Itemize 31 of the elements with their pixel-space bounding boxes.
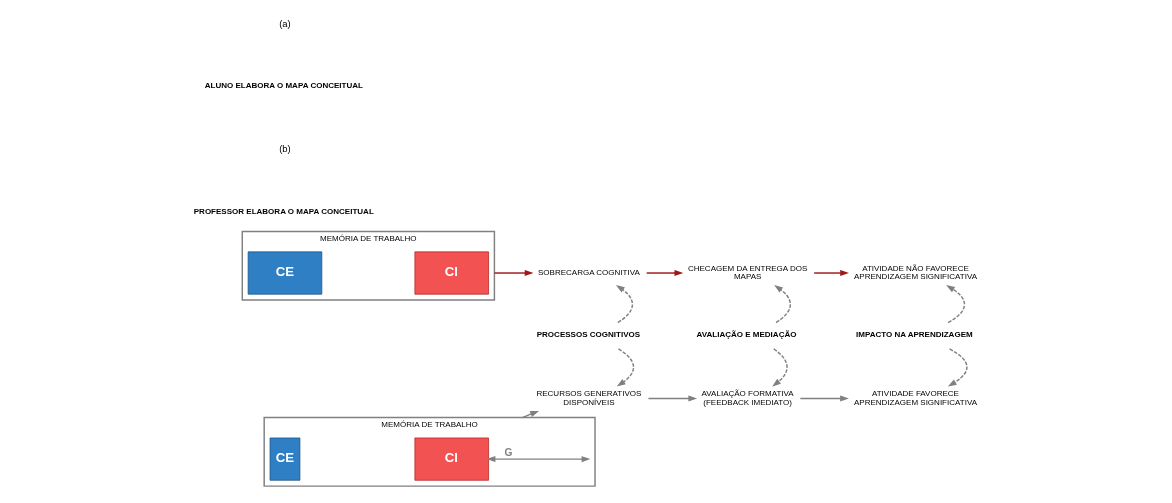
arrow <box>946 285 966 324</box>
node-text: CHECAGEM DA ENTREGA DOS MAPAS <box>687 263 808 282</box>
node-text: IMPACTO NA APRENDIZAGEM <box>856 330 973 340</box>
node-text: SOBRECARGA COGNITIVA <box>537 268 640 278</box>
node-box: CI <box>414 251 489 295</box>
arrow <box>645 269 684 277</box>
arrow <box>493 269 534 277</box>
node-text: AVALIAÇÃO E MEDIAÇÃO <box>696 330 797 340</box>
node-text: PROCESSOS COGNITIVOS <box>536 330 641 340</box>
label: ALUNO ELABORA O MAPA CONCEITUAL <box>204 81 363 91</box>
arrow <box>616 348 635 387</box>
node-text: ATIVIDADE NÃO FAVORECE APRENDIZAGEM SIGNIFICATIVA <box>853 263 978 282</box>
node-box: CE <box>247 251 323 295</box>
node-box: CI <box>414 437 489 481</box>
arrow <box>799 395 849 402</box>
node-box: CE <box>269 437 301 481</box>
label: (a) <box>279 17 291 29</box>
arrow <box>615 284 634 324</box>
arrow <box>772 348 788 387</box>
arrow <box>813 269 849 277</box>
label: (b) <box>279 143 291 155</box>
arrow <box>486 456 591 463</box>
edge-label: G <box>504 446 513 458</box>
arrow <box>774 284 791 324</box>
node-text: ATIVIDADE FAVORECE APRENDIZAGEM SIGNIFICATIVA <box>853 389 978 407</box>
arrow <box>522 410 540 419</box>
node-text: AVALIAÇÃO FORMATIVA (FEEDBACK IMEDIATO) <box>701 389 794 407</box>
node-text: RECURSOS GENERATIVOS DISPONÍVEIS <box>536 389 642 407</box>
arrow <box>647 395 698 402</box>
label: PROFESSOR ELABORA O MAPA CONCEITUAL <box>193 206 374 216</box>
arrow <box>947 348 968 387</box>
